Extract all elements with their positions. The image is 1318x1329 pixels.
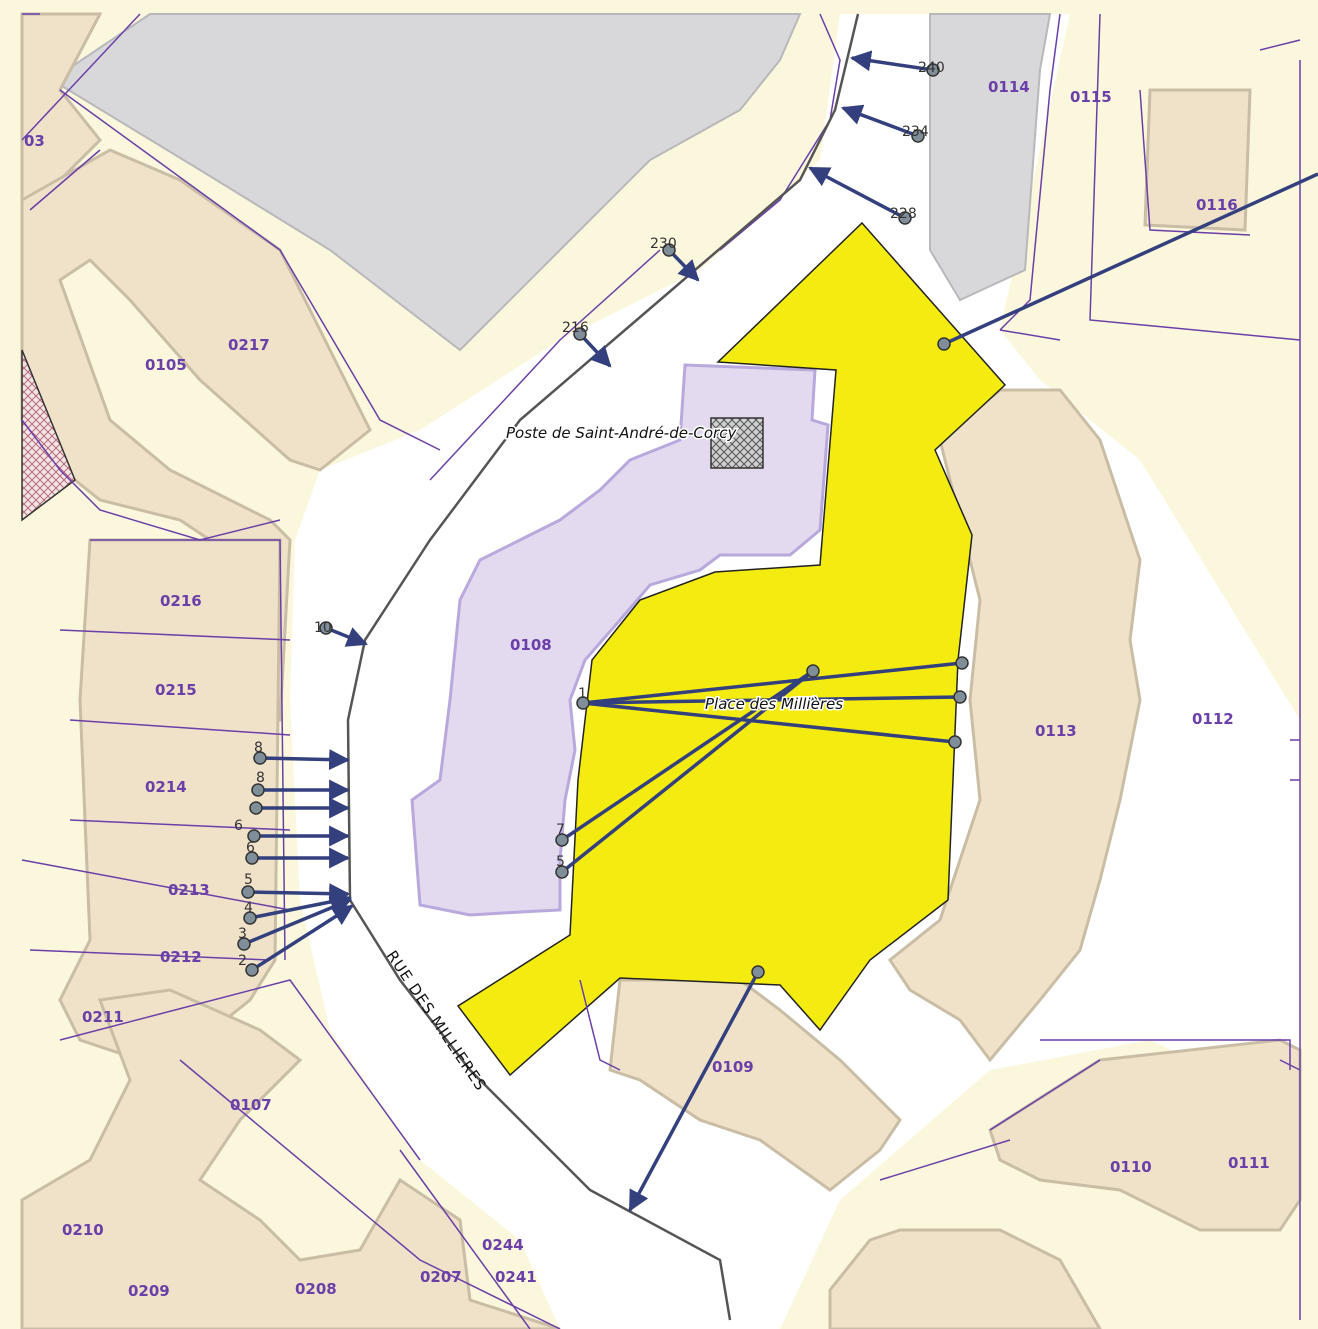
parcel-label: 0116 — [1196, 196, 1238, 214]
parcel-label: 03 — [24, 132, 45, 150]
address-number: 10 — [314, 620, 332, 636]
address-number: 216 — [562, 320, 589, 336]
parcel-label: 0214 — [145, 778, 187, 796]
address-number: 7 — [556, 822, 565, 838]
point-icon — [926, 63, 940, 77]
address-number: 228 — [890, 206, 917, 222]
parcel-label: 0114 — [988, 78, 1030, 96]
address-number: 8 — [256, 770, 265, 786]
parcel-label: 0111 — [1228, 1154, 1270, 1172]
square-label: Place des Millières — [705, 695, 843, 713]
point-icon — [247, 829, 261, 843]
parcel-label: 0208 — [295, 1280, 337, 1298]
point-icon — [662, 243, 676, 257]
point-icon — [573, 327, 587, 341]
point-icon — [237, 937, 251, 951]
point-icon — [555, 833, 569, 847]
parcel-label: 0207 — [420, 1268, 462, 1286]
parcel-boundaries — [21, 13, 1301, 1329]
parcel-label: 0212 — [160, 948, 202, 966]
parcel-label: 0113 — [1035, 722, 1077, 740]
address-points[interactable] — [237, 63, 969, 979]
parcel-label: 0112 — [1192, 710, 1234, 728]
parcel-label: 0110 — [1110, 1158, 1152, 1176]
address-number: 1 — [578, 686, 587, 702]
address-number: 234 — [902, 124, 929, 140]
grey-building-right — [929, 13, 1052, 302]
parcel-label: 0213 — [168, 881, 210, 899]
point-icon — [937, 337, 951, 351]
parcel-label: 0241 — [495, 1268, 537, 1286]
parcel-label: 0216 — [160, 592, 202, 610]
point-icon — [948, 735, 962, 749]
point-icon — [555, 865, 569, 879]
point-icon — [253, 751, 267, 765]
post-office-label: Poste de Saint-André-de-Corcy — [506, 424, 737, 442]
address-arrows — [243, 50, 934, 1212]
address-number: 6 — [234, 818, 243, 834]
hatched-square-icon — [710, 417, 764, 469]
point-icon — [751, 965, 765, 979]
address-number: 5 — [556, 854, 565, 870]
parcel-label: 0211 — [82, 1008, 124, 1026]
point-icon — [245, 851, 259, 865]
parcel-label: 0244 — [482, 1236, 524, 1254]
address-number: 3 — [238, 926, 247, 942]
point-icon — [806, 664, 820, 678]
point-icon — [245, 963, 259, 977]
parcel-label: 0210 — [62, 1221, 104, 1239]
point-icon — [953, 690, 967, 704]
address-number: 8 — [254, 740, 263, 756]
point-icon — [576, 696, 590, 710]
road-centerline — [346, 13, 860, 1321]
address-number: 240 — [918, 60, 945, 76]
address-number: 5 — [244, 872, 253, 888]
point-icon — [319, 621, 333, 635]
parcel-label: 0209 — [128, 1282, 170, 1300]
parcel-label: 0108 — [510, 636, 552, 654]
grey-building-large — [50, 13, 802, 352]
parcel-label: 0115 — [1070, 88, 1112, 106]
point-icon — [243, 911, 257, 925]
parcel-label: 0217 — [228, 336, 270, 354]
parcel-label: 0107 — [230, 1096, 272, 1114]
buildings — [20, 12, 1302, 1329]
address-number-labels: 240 234 228 230 216 10 8 8 6 6 5 4 3 2 1… — [234, 60, 945, 969]
parcel-labels: 03 0105 0217 0216 0215 0214 0213 0212 02… — [24, 78, 1270, 1300]
hatched-parcel — [21, 349, 76, 522]
address-number: 6 — [246, 840, 255, 856]
point-icon — [898, 211, 912, 225]
parcel-label: 0109 — [712, 1058, 754, 1076]
parcel-label: 0105 — [145, 356, 187, 374]
parcel-label: 0215 — [155, 681, 197, 699]
purple-building-0108 — [410, 363, 830, 917]
highlighted-parcel-place-des-millieres[interactable] — [456, 221, 1007, 1077]
point-icon — [911, 129, 925, 143]
point-icon — [955, 656, 969, 670]
point-icon — [251, 783, 265, 797]
address-number: 230 — [650, 236, 677, 252]
point-icon — [249, 801, 263, 815]
place-lines — [560, 172, 1318, 874]
address-number: 4 — [244, 900, 253, 916]
point-icon — [241, 885, 255, 899]
address-number: 2 — [238, 953, 247, 969]
